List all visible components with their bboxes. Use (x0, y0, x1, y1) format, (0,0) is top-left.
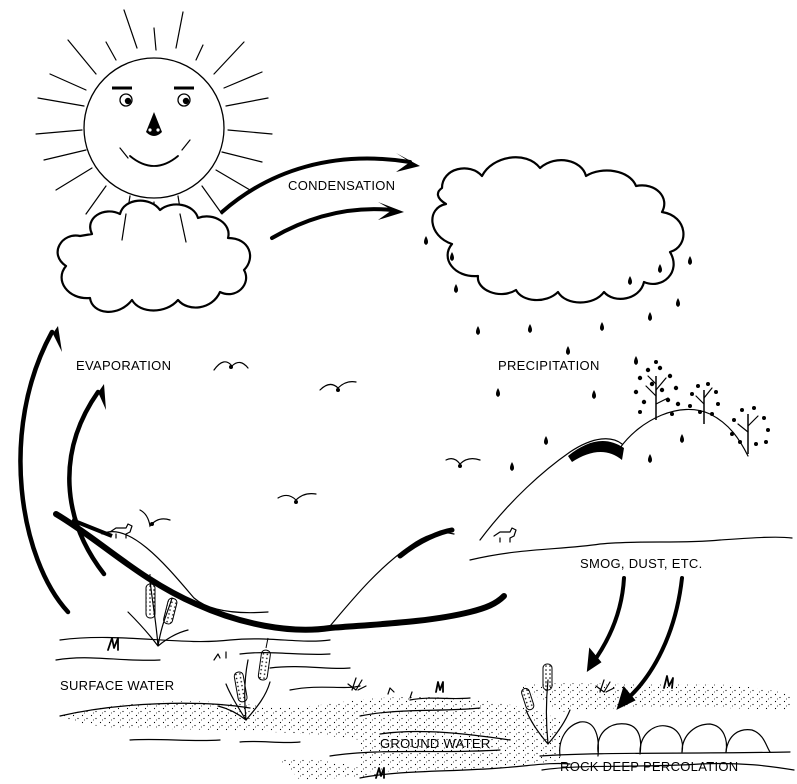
bird-icon (320, 382, 356, 392)
precipitation-label: PRECIPITATION (498, 358, 600, 373)
rock-percolation-label: ROCK DEEP PERCOLATION (560, 759, 738, 774)
surface-water-label: SURFACE WATER (60, 678, 174, 693)
left-cloud (58, 201, 250, 312)
bird-icon (140, 510, 170, 526)
condensation-label: CONDENSATION (288, 178, 395, 193)
right-cloud (432, 157, 683, 302)
tree-icon (730, 406, 770, 454)
smog-label: SMOG, DUST, ETC. (580, 556, 703, 571)
birds (140, 362, 480, 526)
tree-icon (688, 382, 720, 424)
condensation-arrows (222, 153, 420, 238)
bird-icon (214, 362, 248, 370)
bird-icon (446, 459, 480, 468)
ground-water-label: GROUND WATER (380, 736, 490, 751)
bird-icon (278, 494, 316, 504)
evaporation-label: EVAPORATION (76, 358, 171, 373)
trees (634, 360, 770, 454)
